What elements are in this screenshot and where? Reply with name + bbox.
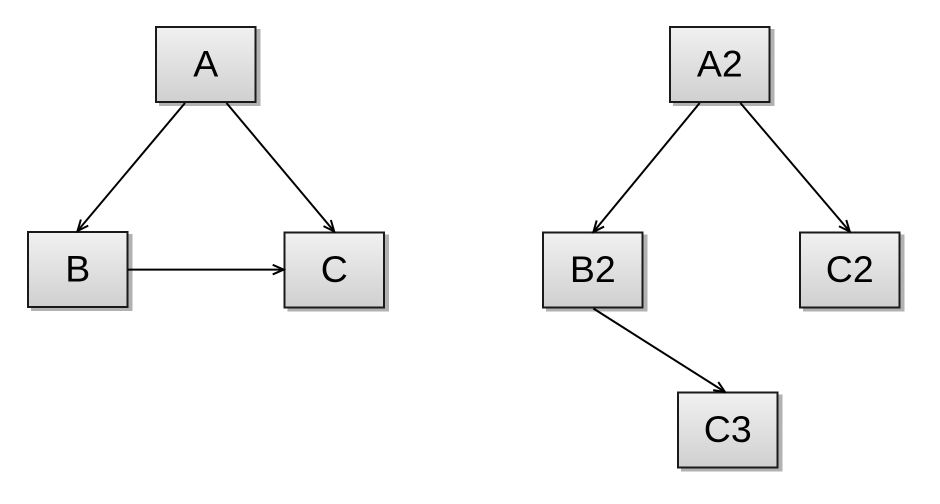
svg-text:B2: B2 [570, 248, 616, 290]
svg-text:A: A [193, 43, 218, 85]
svg-text:C2: C2 [826, 248, 874, 290]
svg-text:C: C [321, 248, 348, 290]
svg-text:C3: C3 [704, 408, 752, 450]
svg-text:B: B [65, 247, 90, 289]
svg-text:A2: A2 [697, 42, 743, 84]
